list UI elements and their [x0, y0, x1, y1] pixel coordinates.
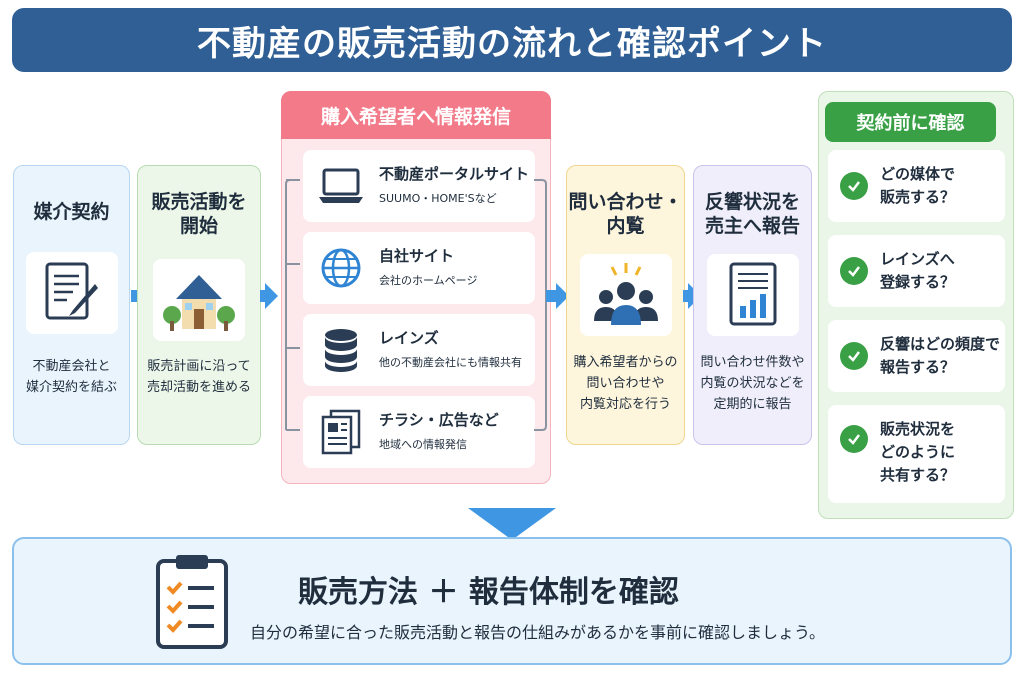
people-group-icon	[579, 254, 672, 336]
channel-sub: 会社のホームページ	[379, 274, 478, 287]
flyer-icon	[315, 406, 367, 458]
house-icon	[153, 259, 245, 341]
laptop-icon	[315, 160, 367, 212]
channel-sub: SUUMO・HOME'Sなど	[379, 192, 497, 205]
channel-name: 不動産ポータルサイト	[379, 165, 530, 183]
step-desc: 販売計画に沿って 売却活動を進める	[146, 359, 251, 395]
check-circle-icon	[840, 172, 868, 200]
globe-icon	[315, 242, 367, 294]
channel-item-portal: 不動産ポータルサイト SUUMO・HOME'Sなど	[303, 150, 535, 222]
step-card-contract: 媒介契約 不動産会社と 媒介契約を結ぶ	[13, 165, 130, 445]
summary-subtext: 自分の希望に合った販売活動と報告の仕組みがあるかを事前に確認しましょう。	[250, 623, 826, 642]
step-title: 反響状況を 売主へ報告	[704, 191, 800, 237]
check-item: 反響はどの頻度で 報告する？	[828, 320, 1005, 392]
page-title: 不動産の販売活動の流れと確認ポイント	[197, 23, 827, 64]
step-card-inquiry: 問い合わせ・ 内覧 購入希望者からの 問い合わせや 内覧対応を行う	[566, 165, 685, 445]
channel-name: レインズ	[379, 329, 439, 347]
check-circle-icon	[840, 342, 868, 370]
title-banner: 不動産の販売活動の流れと確認ポイント	[12, 8, 1012, 72]
channel-item-flyer: チラシ・広告など 地域への情報発信	[303, 396, 535, 468]
database-icon	[315, 324, 367, 376]
channel-name: チラシ・広告など	[379, 411, 499, 429]
flow-arrow	[265, 283, 278, 309]
check-circle-icon	[840, 257, 868, 285]
step-desc: 不動産会社と 媒介契約を結ぶ	[25, 359, 117, 395]
channel-item-own-site: 自社サイト 会社のホームページ	[303, 232, 535, 304]
channels-title: 購入希望者へ情報発信	[281, 91, 551, 139]
step-card-start-sales: 販売活動を 開始 販売計画に沿って 売却活動を進める	[137, 165, 261, 445]
channel-name: 自社サイト	[379, 247, 455, 265]
step-card-report: 反響状況を 売主へ報告 問い合わせ件数や 内覧の状況などを 定期的に報告	[693, 165, 812, 445]
report-chart-icon	[706, 254, 799, 336]
clipboard-checklist-icon	[152, 551, 232, 655]
precheck-title: 契約前に確認	[825, 102, 996, 142]
summary-headline: 販売方法 ＋ 報告体制を確認	[298, 575, 679, 610]
contract-pen-icon	[25, 252, 118, 334]
flow-arrow	[556, 283, 569, 309]
channel-sub: 地域への情報発信	[379, 438, 467, 451]
step-desc: 購入希望者からの 問い合わせや 内覧対応を行う	[573, 355, 678, 412]
step-desc: 問い合わせ件数や 内覧の状況などを 定期的に報告	[700, 355, 805, 412]
channel-item-reins: レインズ 他の不動産会社にも情報共有	[303, 314, 535, 386]
summary-panel: 販売方法 ＋ 報告体制を確認 自分の希望に合った販売活動と報告の仕組みがあるかを…	[12, 537, 1012, 665]
check-item: 販売状況を どのように 共有する？	[828, 405, 1005, 503]
down-arrow	[468, 508, 556, 540]
step-title: 問い合わせ・ 内覧	[568, 191, 683, 237]
step-title: 媒介契約	[33, 201, 110, 223]
step-title: 販売活動を 開始	[151, 191, 247, 237]
check-item: どの媒体で 販売する？	[828, 150, 1005, 222]
channel-sub: 他の不動産会社にも情報共有	[379, 356, 522, 369]
check-item: レインズへ 登録する？	[828, 235, 1005, 307]
channels-panel: 購入希望者へ情報発信 不動産ポータルサイト SUUMO・HOME'Sなど 自社サ…	[281, 91, 551, 484]
precheck-panel: 契約前に確認 どの媒体で 販売する？ レインズへ 登録する？ 反響はどの頻度で …	[818, 91, 1014, 519]
check-circle-icon	[840, 425, 868, 453]
bracket-connectors	[285, 179, 547, 431]
